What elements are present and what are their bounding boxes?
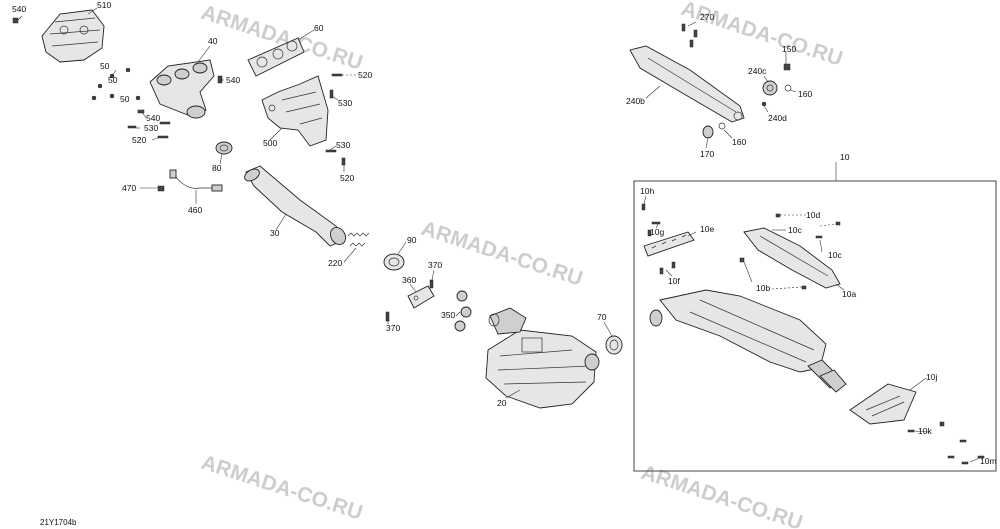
drawing-code: 21Y1704b [40,518,77,527]
gasket-ring-90[interactable] [383,253,405,271]
oxygen-sensor-460[interactable] [169,169,223,192]
callout-270: 270 [700,12,714,22]
callout-10h: 10h [640,186,654,196]
heat-shield-10e[interactable] [643,231,695,257]
bolt-370b[interactable] [385,311,390,322]
bracket-360[interactable] [407,285,435,309]
callout-520b: 520 [132,135,146,145]
kit-fasteners[interactable] [641,203,985,465]
callout-370b: 370 [386,323,400,333]
callout-500: 500 [263,138,277,148]
tip-shield-10j[interactable] [849,383,917,425]
callout-540b: 540 [226,75,240,85]
callout-10b: 10b [756,283,770,293]
callout-170: 170 [700,149,714,159]
screw-540c[interactable] [137,109,145,114]
callout-510: 510 [97,0,111,10]
callout-10d: 10d [806,210,820,220]
callout-10m: 10m [980,456,997,466]
callout-240d: 240d [768,113,787,123]
screw-540a[interactable] [12,15,23,24]
nut-470[interactable] [157,185,165,192]
callout-10c-b: 10c [828,250,842,260]
callout-10c-a: 10c [788,225,802,235]
bolts-520-530-right[interactable] [325,73,346,166]
exhaust-manifold-40[interactable] [149,59,215,119]
bushing-240c[interactable] [762,80,778,96]
callout-240b: 240b [626,96,645,106]
bracket-500[interactable] [261,75,329,147]
callout-30: 30 [270,228,280,238]
callout-520a: 520 [358,70,372,80]
callout-10f: 10f [668,276,680,286]
callout-labels: 540 510 40 60 50 50 50 540 520 530 540 5… [12,0,997,527]
bolts-530-520-left[interactable] [127,121,171,139]
callout-50b: 50 [108,75,118,85]
callout-240c: 240c [748,66,767,76]
washer-160b[interactable] [718,122,726,130]
callout-540c: 540 [146,113,160,123]
callout-10j: 10j [926,372,937,382]
callout-10: 10 [840,152,850,162]
callout-10e: 10e [700,224,714,234]
callout-20: 20 [497,398,507,408]
callout-40: 40 [208,36,218,46]
callout-70: 70 [597,312,607,322]
callout-90: 90 [407,235,417,245]
leader-lines [87,7,981,463]
grommets-350[interactable] [454,290,472,332]
watermark-top-left: ARMADA-CO.RU [198,1,365,75]
support-arm-240b[interactable] [629,45,745,123]
callout-10g: 10g [650,227,664,237]
screws-270[interactable] [681,23,698,48]
screw-150[interactable] [783,63,791,71]
callout-360: 360 [402,275,416,285]
callout-10a: 10a [842,289,856,299]
clamp-80[interactable] [215,141,233,155]
callout-530a: 530 [338,98,352,108]
muffler-10[interactable] [649,289,847,393]
callout-530c: 530 [336,140,350,150]
nut-240d[interactable] [761,101,767,107]
screw-540b[interactable] [217,75,223,84]
watermark-center: ARMADA-CO.RU [418,217,585,291]
callout-160a: 160 [798,89,812,99]
callout-160b: 160 [732,137,746,147]
muffler-kit-10-box [633,180,997,472]
bolt-370a[interactable] [429,279,434,289]
grommet-170[interactable] [702,125,714,139]
callout-370a: 370 [428,260,442,270]
muffler-20[interactable] [485,307,600,409]
heat-shield-10a[interactable] [743,227,841,289]
callout-520c: 520 [340,173,354,183]
callout-470: 470 [122,183,136,193]
callout-460: 460 [188,205,202,215]
callout-150: 150 [782,44,796,54]
callout-50c: 50 [120,94,130,104]
callout-350: 350 [441,310,455,320]
callout-530b: 530 [144,123,158,133]
callout-80: 80 [212,163,222,173]
callout-220: 220 [328,258,342,268]
callout-50a: 50 [100,61,110,71]
watermark-bottom-left: ARMADA-CO.RU [198,451,365,525]
springs-220[interactable] [347,232,370,247]
heat-shield-510[interactable] [41,9,105,63]
exhaust-pipe-30[interactable] [243,165,349,247]
callout-540a: 540 [12,4,26,14]
callout-10k: 10k [918,426,932,436]
gasket-60[interactable] [247,37,305,77]
washer-160a[interactable] [784,84,792,92]
watermarks: ARMADA-CO.RU ARMADA-CO.RU ARMADA-CO.RU A… [198,0,845,529]
callout-60: 60 [314,23,324,33]
clamp-70[interactable] [605,335,623,355]
watermark-top-right: ARMADA-CO.RU [678,0,845,71]
